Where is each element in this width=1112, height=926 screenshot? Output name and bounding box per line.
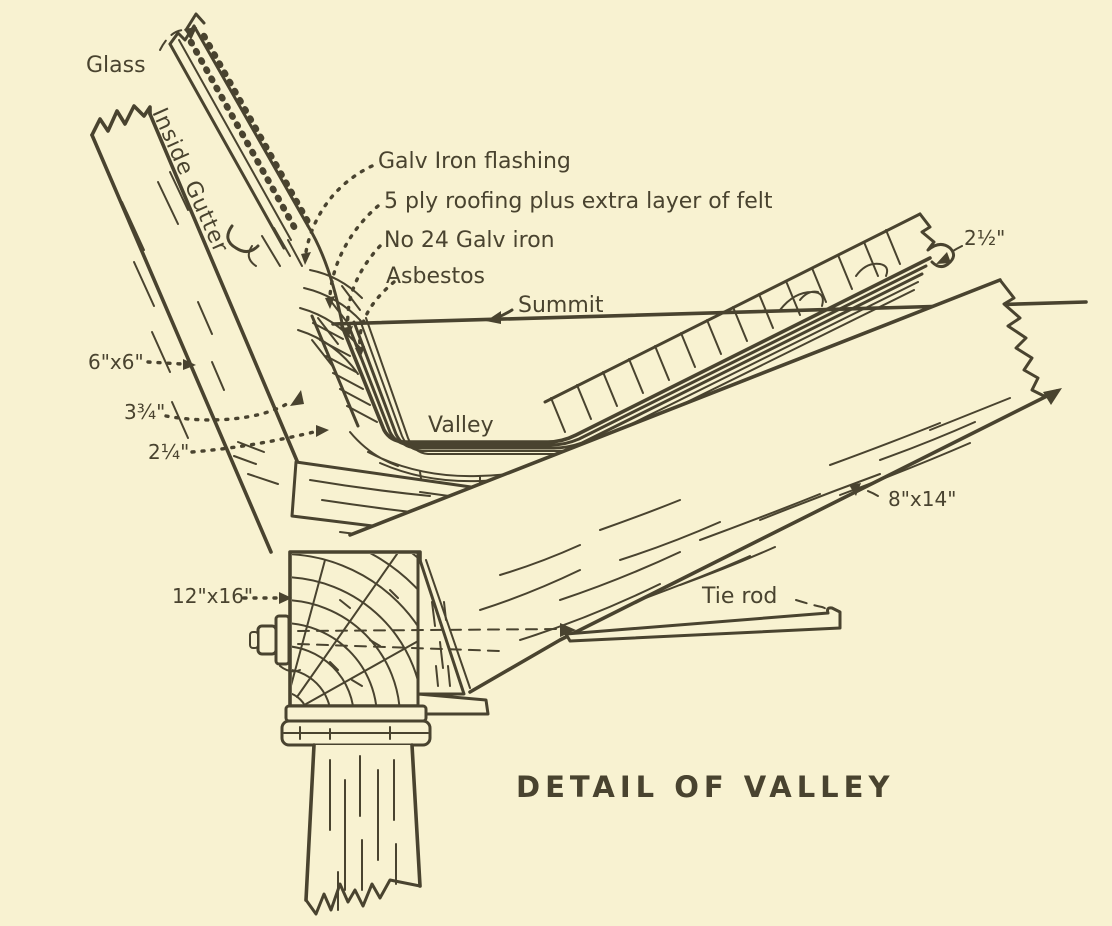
tie-rod-centerline	[297, 628, 563, 652]
five-ply-label: 5 ply roofing plus extra layer of felt	[384, 189, 773, 214]
bolt-nut	[256, 624, 278, 656]
five-ply-leader	[328, 204, 380, 298]
bolt-tip	[249, 631, 259, 649]
bolt-shadow	[279, 665, 301, 673]
left-rafter-left-edge	[90, 133, 273, 554]
left-rafter-broken-end	[90, 104, 152, 137]
asbestos-leader	[358, 280, 396, 348]
bolt	[249, 614, 301, 673]
dim-6x6-leader	[146, 360, 184, 366]
column-grain	[329, 755, 397, 911]
leaders	[146, 27, 963, 616]
tie-rod-leader	[795, 599, 829, 616]
glazing-bar	[168, 12, 344, 325]
glass-pane-chain-2	[200, 32, 312, 226]
valley-rafter-broken-end	[998, 278, 1059, 398]
no24-label: No 24 Galv iron	[384, 228, 555, 253]
glass-arrow	[184, 27, 197, 40]
flashing-arrow	[301, 252, 311, 265]
board-knot	[779, 290, 824, 311]
dim-814: 8"x14"	[888, 487, 956, 511]
left-board-hatch	[312, 322, 378, 423]
column-right-edge	[410, 743, 422, 888]
dim-214-leader	[190, 430, 316, 454]
dim-814-arrow	[849, 483, 861, 496]
dim-6x6: 6"x6"	[88, 350, 144, 374]
dim-1216: 12"x16"	[172, 584, 253, 608]
dim-1216-arrow	[279, 592, 292, 604]
glass-label: Glass	[86, 53, 146, 78]
wedge-hatch	[431, 601, 451, 687]
valley-rafter-bottom-edge	[468, 389, 1059, 694]
five-ply-arrow	[325, 296, 335, 309]
dim-212: 2½"	[964, 226, 1005, 250]
board-knot-2	[855, 262, 889, 277]
column-fill	[306, 745, 420, 900]
summit-arrowhead	[486, 311, 501, 324]
dim-212-arrow	[936, 252, 951, 264]
dim-214: 2¼"	[148, 440, 189, 464]
labels: Glass Inside Gutter Galv Iron flashing 5…	[86, 53, 1005, 804]
no24-arrow	[343, 326, 353, 339]
flashing-leader	[304, 164, 374, 254]
dim-6x6-arrow	[183, 359, 196, 370]
bolt-washer	[274, 614, 291, 666]
wedge-foot	[416, 692, 490, 716]
rafter-end-arrow	[1043, 388, 1062, 405]
post	[288, 550, 490, 716]
post-outline	[288, 550, 422, 708]
no24-leader	[346, 244, 382, 328]
valley-rafter	[348, 278, 1062, 695]
gutter-curl	[226, 224, 260, 253]
inside-gutter-section	[226, 224, 363, 375]
drawing-title: DETAIL OF VALLEY	[516, 770, 894, 804]
left-rafter-grain	[121, 171, 279, 485]
dim-214-arrow	[316, 425, 329, 437]
flashing-layer-2	[346, 264, 928, 447]
bar-seat-hatch	[261, 227, 303, 267]
valley-rafter-fill	[350, 280, 1057, 695]
tie-rod-group	[297, 606, 842, 652]
wedge	[416, 552, 466, 696]
glass-pane-chain	[187, 38, 301, 236]
gutter-member-rings	[297, 269, 363, 375]
column-broken-end	[304, 878, 422, 916]
column-group	[280, 704, 432, 916]
dim-334: 3¾"	[124, 400, 165, 424]
glazing-bar-left-edge	[168, 42, 286, 250]
summit-label: Summit	[518, 293, 604, 318]
bar-to-valley-edge	[306, 224, 344, 325]
galv-iron-flashing-label: Galv Iron flashing	[378, 149, 571, 174]
tie-rod-bar	[564, 606, 842, 643]
valley-rafter-top-edge	[348, 278, 1002, 537]
valley-label: Valley	[428, 413, 494, 438]
asbestos-arrow	[355, 346, 365, 359]
tie-rod-label: Tie rod	[701, 584, 777, 609]
glazing-bar-tip	[184, 12, 206, 32]
tie-rod-arrow	[560, 623, 576, 637]
dim-334-arrow	[290, 390, 304, 406]
valley-rafter-grain	[479, 397, 1011, 641]
cap-top	[284, 704, 428, 723]
column-left-edge	[304, 743, 316, 902]
gutter-curl-2	[247, 245, 257, 267]
flashing-layer-1	[340, 256, 932, 444]
glazing-bar-inner-edge	[178, 39, 292, 241]
cap-detail	[283, 726, 429, 740]
asbestos-label: Asbestos	[386, 264, 485, 289]
wedge-edge	[425, 559, 471, 689]
